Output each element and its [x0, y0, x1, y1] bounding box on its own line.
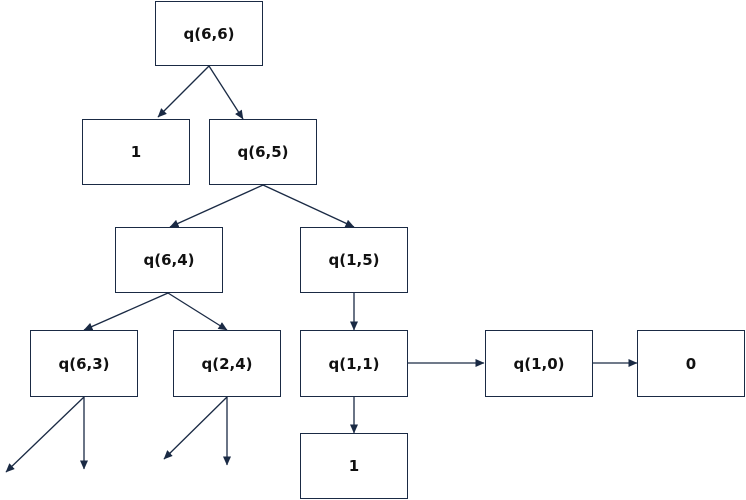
edge-q24-offpage-left — [163, 396, 228, 460]
edge-q66-to-1 — [157, 65, 210, 118]
node-0: 0 — [637, 330, 745, 397]
edge-q64-to-q63 — [83, 292, 169, 331]
node-q63: q(6,3) — [30, 330, 138, 397]
node-1-bottom: 1 — [300, 433, 408, 499]
edge-q63-offpage-left — [5, 396, 85, 473]
edge-q65-to-q64 — [169, 184, 264, 228]
node-q15: q(1,5) — [300, 227, 408, 293]
node-q24: q(2,4) — [173, 330, 281, 397]
edge-q65-to-q15 — [262, 184, 355, 228]
edge-q64-to-q24 — [167, 292, 228, 331]
node-q11: q(1,1) — [300, 330, 408, 397]
node-q65: q(6,5) — [209, 119, 317, 185]
node-q64: q(6,4) — [115, 227, 223, 293]
edge-q66-to-q65 — [208, 65, 244, 120]
node-1-top: 1 — [82, 119, 190, 185]
node-q10: q(1,0) — [485, 330, 593, 397]
node-q66: q(6,6) — [155, 1, 263, 66]
